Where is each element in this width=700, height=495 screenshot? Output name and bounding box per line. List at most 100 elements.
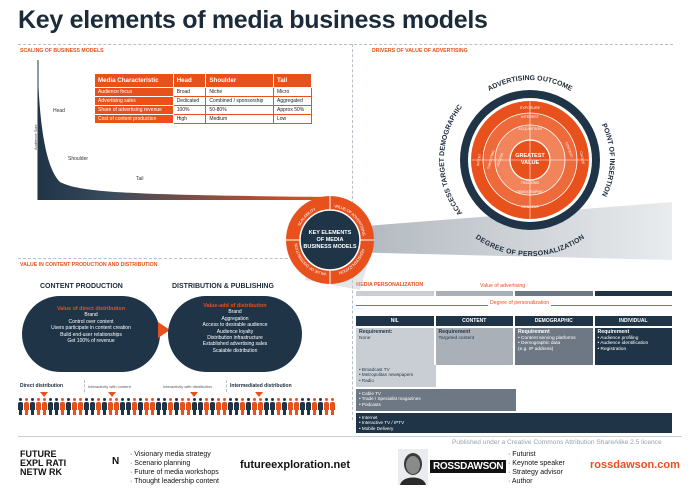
table-cell: Broad <box>172 87 207 97</box>
person-icon <box>276 398 281 415</box>
axis-divider <box>226 380 227 392</box>
list-item: Audience loyalty <box>216 328 254 335</box>
person-icon <box>90 398 95 415</box>
requirement-title: Requirement <box>438 329 471 335</box>
person-icon <box>150 398 155 415</box>
person-icon <box>54 398 59 415</box>
outer-label-bottom: DEGREE OF PERSONALIZATION <box>474 234 586 258</box>
person-icon <box>186 398 191 415</box>
person-icon <box>246 398 251 415</box>
interactivity-content-label: Interactivity with content <box>88 384 131 389</box>
ring-word: INTENT <box>476 153 482 166</box>
person-icon <box>78 398 83 415</box>
hub-title-line2: OF MEDIA <box>317 237 344 243</box>
fe-bullets: · Visionary media strategy · Scenario pl… <box>130 450 219 486</box>
personalization-header: NIL CONTENT DEMOGRAPHIC INDIVIDUAL <box>356 316 672 326</box>
person-icon <box>132 398 137 415</box>
person-icon <box>168 398 173 415</box>
rossdawson-link[interactable]: rossdawson.com <box>590 459 680 471</box>
ring-word: INTEREST <box>521 115 540 119</box>
requirement-cell: Requirement Targeted content <box>435 328 513 365</box>
list-item: Control over content <box>68 318 114 325</box>
person-icon <box>234 398 239 415</box>
axis-divider <box>84 380 85 392</box>
drivers-diagram: GREATEST VALUE EXPOSURE INTEREST ACQUISI… <box>439 75 615 258</box>
audience-people-row <box>18 398 338 416</box>
person-icon <box>162 398 167 415</box>
person-icon <box>312 398 317 415</box>
ross-dawson-logo: ROSSDAWSON <box>430 460 507 473</box>
requirement-cell: Requirement • Content serving platforms … <box>515 328 593 365</box>
person-icon <box>264 398 269 415</box>
person-icon <box>108 398 113 415</box>
person-icon <box>60 398 65 415</box>
futureexploration-link[interactable]: futureexploration.net <box>240 459 351 471</box>
person-icon <box>138 398 143 415</box>
person-icon <box>192 398 197 415</box>
person-icon <box>222 398 227 415</box>
person-icon <box>330 398 335 415</box>
outer-label-right: POINT OF INSERTION <box>600 123 615 198</box>
person-icon <box>36 398 41 415</box>
degree-of-personalization-label: Degree of personalization <box>488 300 552 306</box>
ring-word: CHOICE <box>579 151 585 165</box>
table-row: Advertising sales Dedicated Combined / s… <box>94 96 312 106</box>
ribbon-segment <box>435 291 513 296</box>
person-icon <box>42 398 47 415</box>
personalization-table: NIL CONTENT DEMOGRAPHIC INDIVIDUAL Requi… <box>356 316 672 365</box>
requirement-line: None <box>359 335 371 341</box>
requirement-line: • Registration <box>597 346 627 352</box>
core-line1: GREATEST <box>515 153 545 159</box>
tail-label: Tail <box>136 176 144 182</box>
bullet-item: · Keynote speaker <box>508 460 565 467</box>
person-icon <box>126 398 131 415</box>
arrow-right-icon <box>158 322 170 338</box>
table-cell: Dedicated <box>172 96 207 106</box>
rd-bullets: · Futurist · Keynote speaker · Strategy … <box>508 450 565 486</box>
hub-title-line3: BUSINESS MODELS <box>303 244 357 250</box>
person-icon <box>180 398 185 415</box>
page-title: Key elements of media business models <box>18 6 488 34</box>
requirement-title: Requirement: <box>359 329 393 335</box>
requirement-line: • Audience profiling <box>597 335 639 341</box>
value-ribbon <box>356 291 672 296</box>
list-item: Users participate in content creation <box>51 325 131 332</box>
column-header: DEMOGRAPHIC <box>515 316 593 326</box>
person-icon <box>288 398 293 415</box>
person-icon <box>204 398 209 415</box>
scaling-table: Media Characteristic Head Shoulder Tail … <box>94 73 312 124</box>
table-cell: 50-80% <box>205 105 274 115</box>
column-header: INDIVIDUAL <box>594 316 672 326</box>
requirement-line: Targeted content <box>438 335 475 341</box>
person-icon <box>240 398 245 415</box>
requirement-line: • Demographic data <box>518 341 561 347</box>
list-item: Access to desirable audience <box>202 322 268 329</box>
ring-word: ACCESS <box>496 152 505 167</box>
ring-word: TARGETING <box>487 149 496 169</box>
person-icon <box>48 398 53 415</box>
person-icon <box>294 398 299 415</box>
bullet-item: · Thought leadership content <box>130 478 219 485</box>
logo-line: EXPL RATI <box>20 458 67 468</box>
row-header: Advertising sales <box>94 96 174 106</box>
band-item: • Interactive TV / IPTV <box>359 420 405 426</box>
list-item: Get 100% of revenue <box>67 338 115 345</box>
lower-vertical-divider <box>352 260 353 420</box>
band-item: • Cable TV <box>359 391 381 396</box>
person-icon <box>300 398 305 415</box>
ring-word: CONTEXT <box>564 141 573 158</box>
audience-size-label: Audience Size <box>33 124 38 150</box>
column-header: NIL <box>356 316 434 326</box>
band-item: • Radio <box>359 377 374 383</box>
section-label-scaling: SCALING OF BUSINESS MODELS <box>20 48 104 54</box>
ribbon-segment <box>356 291 434 296</box>
person-icon <box>66 398 71 415</box>
table-cell: Niche <box>205 87 274 97</box>
hub-inner-circle <box>299 209 361 271</box>
list-item: Aggregation <box>221 315 249 322</box>
requirement-title: Requirement <box>518 329 550 335</box>
table-cell: Combined / sponsorship <box>205 96 274 106</box>
table-cell: 100% <box>172 105 207 115</box>
logo-line: FUTURE <box>20 449 57 459</box>
distribution-band-individual: • Internet • Interactive TV / IPTV • Mob… <box>356 413 672 433</box>
